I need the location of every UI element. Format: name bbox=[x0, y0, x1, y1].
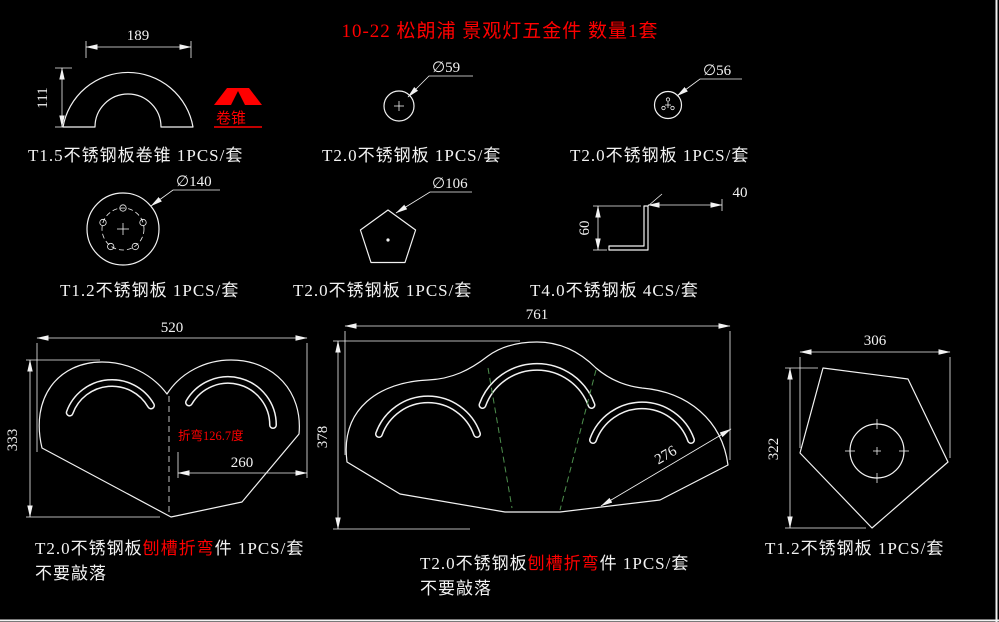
leader-line bbox=[395, 191, 472, 214]
dim-height: 111 bbox=[35, 87, 51, 108]
slot bbox=[589, 401, 695, 444]
bracket-outline bbox=[608, 205, 649, 251]
hole bbox=[131, 242, 139, 251]
slot bbox=[186, 377, 276, 428]
hole bbox=[119, 204, 127, 212]
part-flange140: ∅140 T1.2不锈钢板 1PCS/套 bbox=[60, 174, 239, 300]
slot bbox=[478, 362, 596, 409]
cone-mark-text: 卷锥 bbox=[216, 110, 246, 127]
part-label: T2.0不锈钢板 1PCS/套 bbox=[570, 146, 749, 165]
part-label: T1.5不锈钢板卷锥 1PCS/套 bbox=[28, 146, 243, 165]
part-label: T1.2不锈钢板 1PCS/套 bbox=[765, 539, 944, 558]
dim-diagonal: 276 bbox=[652, 443, 680, 468]
part-label: T2.0不锈钢板刨槽折弯件 1PCS/套 bbox=[420, 554, 689, 573]
label-red-text: 刨槽折弯 bbox=[143, 539, 215, 558]
slot bbox=[590, 402, 694, 443]
dim-height: 322 bbox=[766, 438, 782, 461]
dim-line bbox=[600, 428, 732, 507]
part-label: T1.2不锈钢板 1PCS/套 bbox=[60, 281, 239, 300]
dim-diameter: ∅56 bbox=[703, 63, 732, 79]
dim-diameter: ∅140 bbox=[176, 174, 212, 190]
disc-outline bbox=[383, 90, 415, 122]
pentagon-outline bbox=[799, 367, 949, 529]
part-arch: 189 111 卷锥 T1.5不锈钢板卷锥 1PCS/套 bbox=[28, 28, 262, 165]
leader-line bbox=[676, 78, 742, 97]
hole bbox=[661, 105, 666, 111]
part-label: T2.0不锈钢板 1PCS/套 bbox=[293, 281, 472, 300]
part-note: 不要敲落 bbox=[35, 564, 107, 583]
dim-diameter: ∅59 bbox=[432, 60, 460, 76]
label-text: T2.0不锈钢板 bbox=[420, 554, 528, 573]
part-note: 不要敲落 bbox=[420, 579, 492, 598]
hole bbox=[670, 105, 675, 111]
dim-width: 306 bbox=[864, 333, 887, 349]
part-heart: 折弯126.7度 520 333 260 T2.0不锈钢板刨槽折弯件 1PCS/… bbox=[5, 320, 308, 583]
part-triple-arch: 761 378 276 T2.0不锈钢板刨槽折弯件 1PCS/套 不要敲落 bbox=[315, 307, 732, 598]
label-red-text: 刨槽折弯 bbox=[528, 554, 600, 573]
part-pent106: ∅106 T2.0不锈钢板 1PCS/套 bbox=[293, 176, 472, 300]
part-disc56: ∅56 T2.0不锈钢板 1PCS/套 bbox=[570, 63, 749, 165]
hole bbox=[107, 242, 115, 251]
part-label: T4.0不锈钢板 4CS/套 bbox=[530, 281, 699, 300]
part-label: T2.0不锈钢板刨槽折弯件 1PCS/套 bbox=[35, 539, 304, 558]
dim-height: 378 bbox=[315, 426, 331, 449]
bend-line bbox=[487, 367, 513, 509]
bend-angle-note: 折弯126.7度 bbox=[178, 428, 244, 443]
drawing-title: 10-22 松朗浦 景观灯五金件 数量1套 bbox=[341, 20, 658, 42]
dim-width: 520 bbox=[161, 320, 184, 336]
leader-line bbox=[150, 189, 220, 207]
bolt-circle bbox=[101, 207, 145, 251]
slot bbox=[67, 380, 154, 416]
dim-inner-width: 260 bbox=[231, 455, 254, 471]
arch-outline bbox=[62, 71, 194, 128]
dim-height: 333 bbox=[5, 429, 21, 452]
part-disc59: ∅59 T2.0不锈钢板 1PCS/套 bbox=[322, 60, 501, 165]
hole bbox=[665, 97, 671, 102]
pentagon-outline bbox=[359, 209, 417, 264]
label-text: T2.0不锈钢板 bbox=[35, 539, 143, 558]
leader-line bbox=[407, 75, 473, 98]
label-text: 件 1PCS/套 bbox=[600, 554, 690, 573]
part-label: T2.0不锈钢板 1PCS/套 bbox=[322, 146, 501, 165]
slot bbox=[480, 364, 594, 408]
hole bbox=[99, 218, 107, 227]
center-mark bbox=[386, 238, 390, 242]
bend-line bbox=[559, 369, 597, 511]
hole bbox=[139, 218, 147, 227]
cone-symbol-notch bbox=[231, 91, 245, 105]
dim-width: 761 bbox=[526, 307, 549, 323]
dim-diameter: ∅106 bbox=[432, 176, 468, 192]
dim-width: 189 bbox=[127, 28, 150, 44]
part-pent306: 306 322 T1.2不锈钢板 1PCS/套 bbox=[765, 333, 951, 558]
heart-outline bbox=[38, 359, 300, 518]
part-bracket: 60 40 T4.0不锈钢板 4CS/套 bbox=[530, 185, 748, 300]
flange-outline bbox=[86, 192, 160, 266]
dim-height: 60 bbox=[577, 221, 593, 236]
dim-width: 40 bbox=[733, 185, 748, 201]
bend-tick bbox=[647, 193, 663, 207]
disc-outline bbox=[653, 90, 683, 120]
slot bbox=[376, 396, 480, 437]
slot bbox=[375, 395, 481, 438]
label-text: 件 1PCS/套 bbox=[215, 539, 305, 558]
triple-outline bbox=[345, 341, 729, 513]
